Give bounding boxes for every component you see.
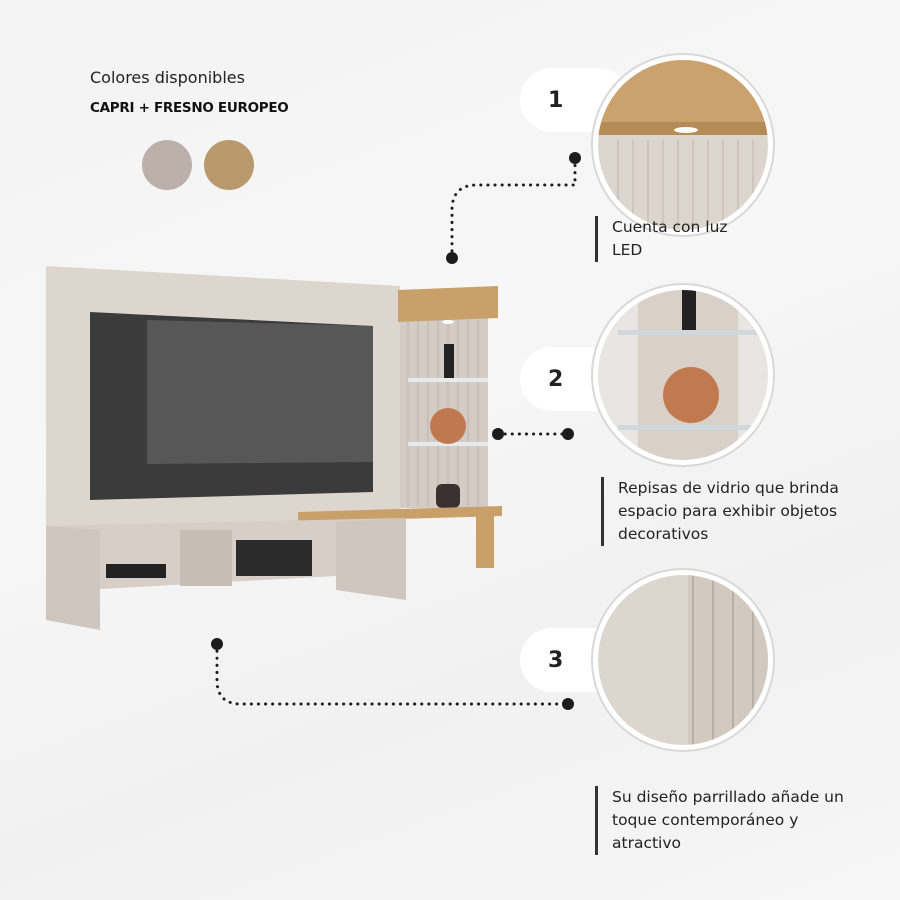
colors-subtitle: CAPRI + FRESNO EUROPEO (90, 100, 289, 116)
copper-sphere (430, 408, 466, 444)
feature-1-detail-image (591, 53, 775, 237)
led-box (398, 286, 498, 322)
console (106, 564, 166, 578)
swatch-capri (142, 140, 192, 190)
swatch-fresno (204, 140, 254, 190)
feature-1-caption: Cuenta con luz LED (595, 216, 762, 262)
connector-3 (215, 642, 570, 706)
glass-shelf (408, 378, 488, 382)
wood-top (298, 506, 502, 522)
colors-title: Colores disponibles (90, 68, 245, 87)
books (236, 540, 312, 576)
feature-3-caption: Su diseño parrillado añade un toque cont… (595, 786, 852, 855)
left-door (46, 526, 100, 630)
feature-3-detail-image (591, 568, 775, 752)
right-door (336, 518, 406, 600)
tv-panel-illustration (46, 266, 502, 630)
feature-2-caption: Repisas de vidrio que brinda espacio par… (601, 477, 858, 546)
connector-1 (450, 156, 577, 260)
feature-2-detail-image (591, 283, 775, 467)
